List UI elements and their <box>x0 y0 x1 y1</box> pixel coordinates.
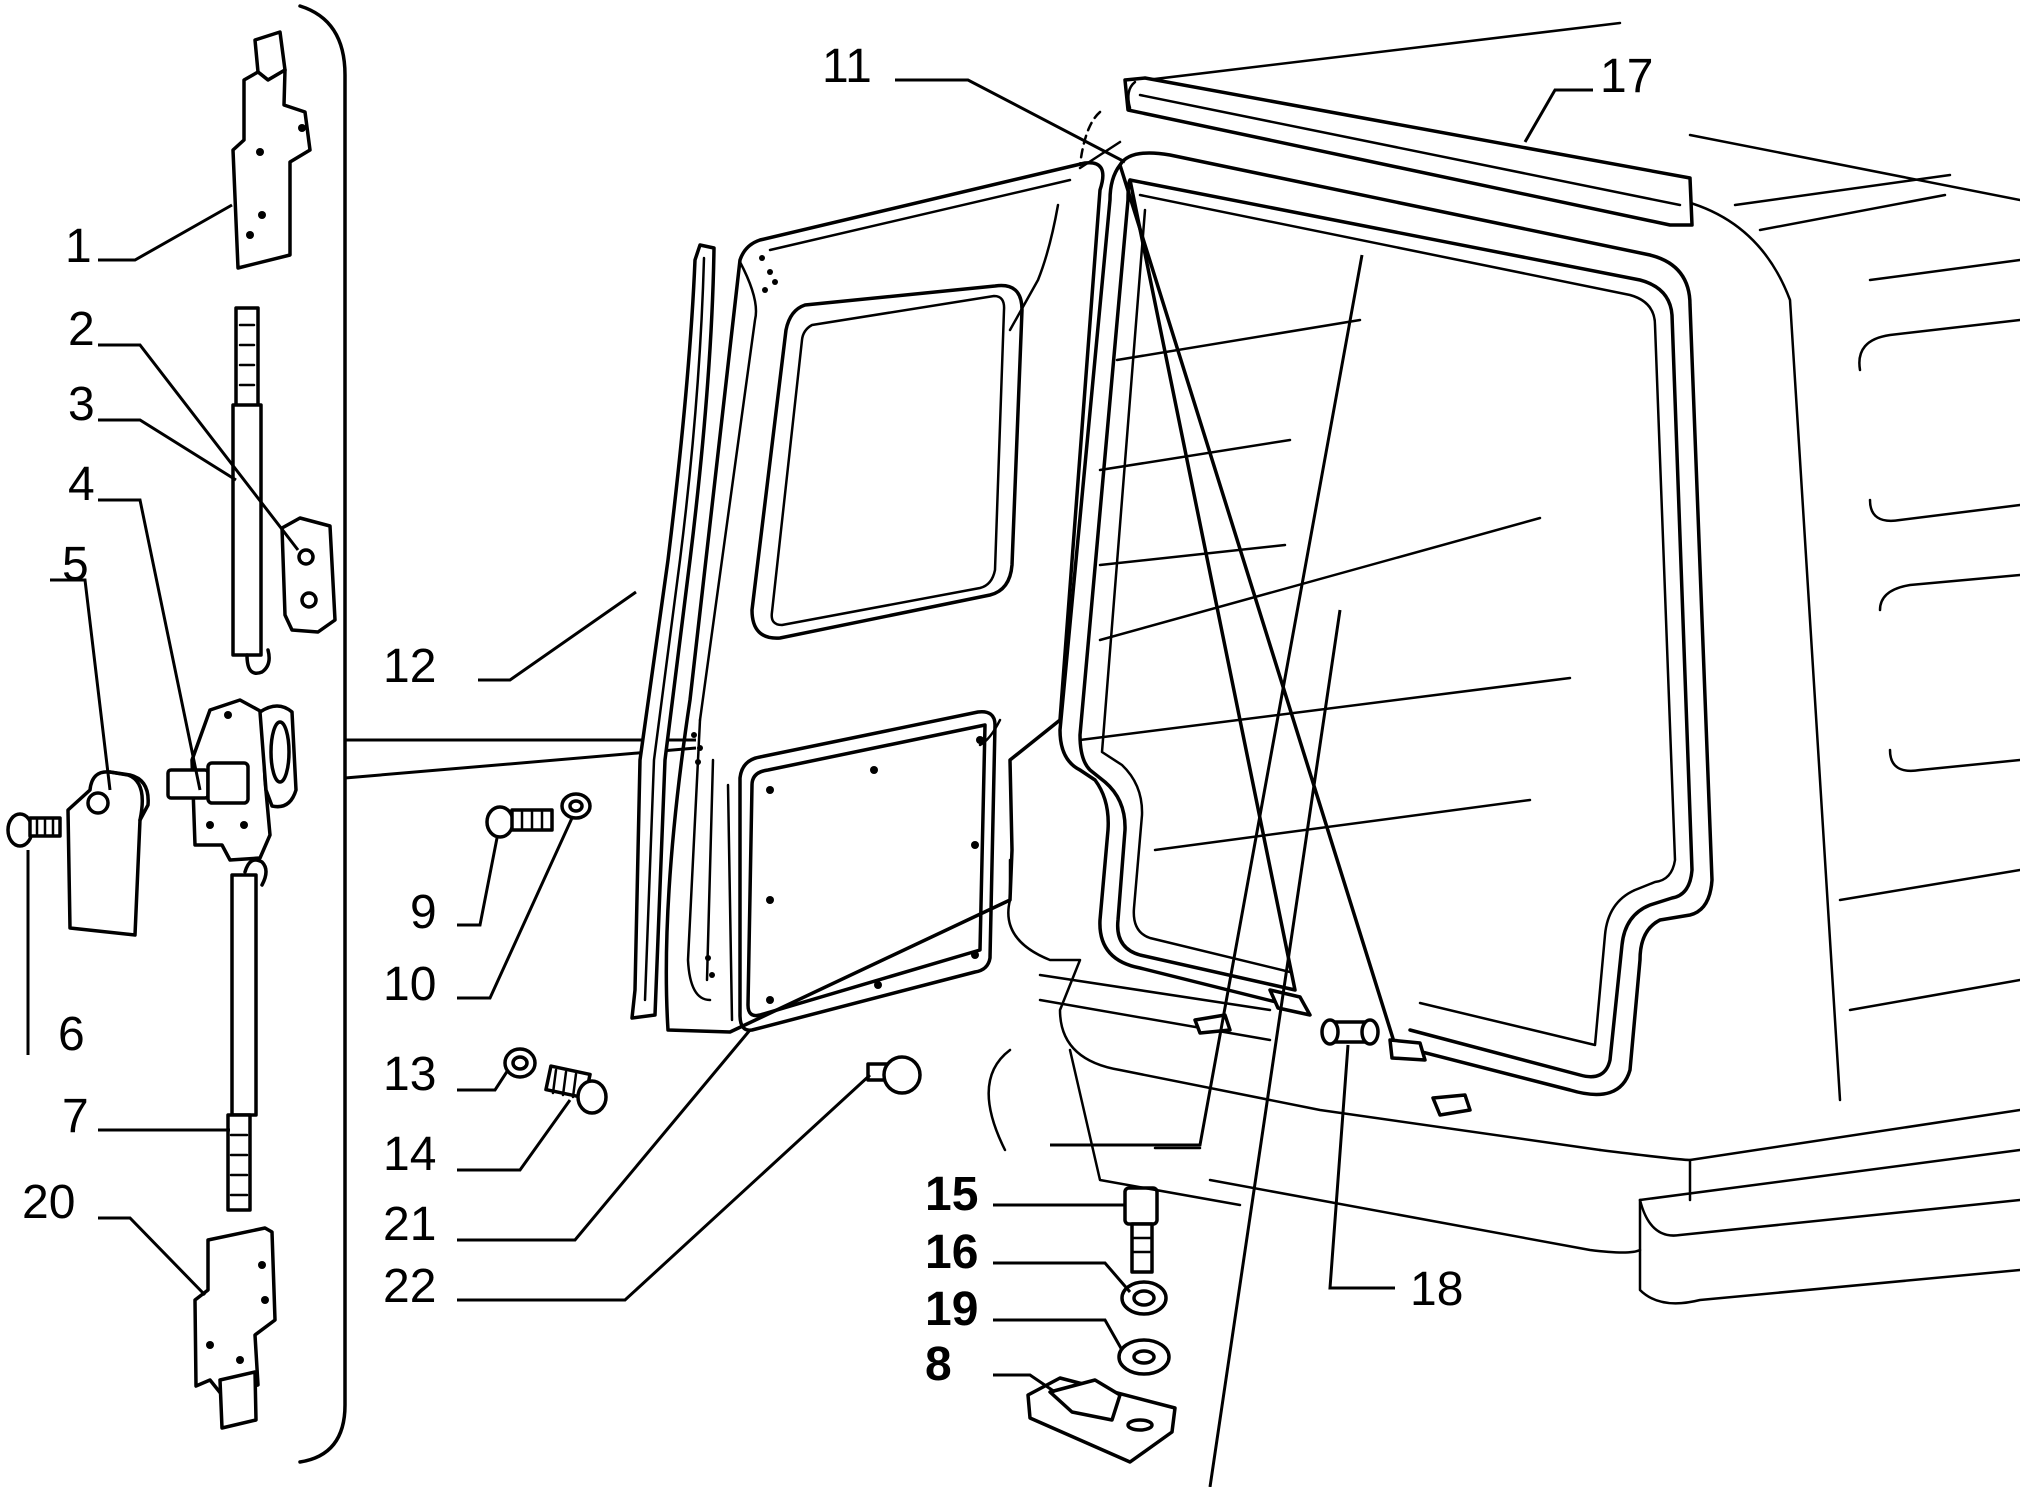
callout-10: 10 <box>383 958 436 1011</box>
leader-21 <box>457 1029 752 1242</box>
leader-9 <box>457 837 499 927</box>
callout-7: 7 <box>62 1090 89 1143</box>
callout-19: 19 <box>925 1283 978 1336</box>
leader-4 <box>98 498 202 791</box>
leader-18 <box>1328 1044 1395 1290</box>
leader-2 <box>98 343 300 551</box>
leader-5 <box>50 578 112 791</box>
callout-6: 6 <box>58 1008 85 1061</box>
callout-3: 3 <box>68 378 95 431</box>
part-11-door-seal <box>1058 110 1714 1097</box>
callout-2: 2 <box>68 303 95 356</box>
group-bracket <box>298 4 347 1464</box>
rear-door <box>664 161 1105 1034</box>
leader-11-b <box>1050 254 1364 1147</box>
van-body <box>987 21 2020 1305</box>
callout-5: 5 <box>62 538 89 591</box>
leader-19 <box>993 1318 1124 1351</box>
part-13-washer <box>503 1047 537 1079</box>
leader-22 <box>457 1073 872 1302</box>
part-14-bolt <box>544 1064 608 1115</box>
leader-16 <box>993 1261 1132 1293</box>
part-22-clip <box>866 1055 922 1095</box>
callout-22: 22 <box>383 1260 436 1313</box>
part-19-washer <box>1117 1338 1171 1376</box>
callout-9: 9 <box>410 886 437 939</box>
leader-12 <box>478 590 637 682</box>
part-3-upper-rod <box>231 306 271 675</box>
leader-11 <box>895 78 1126 164</box>
part-5-lever <box>66 770 150 937</box>
callout-1: 1 <box>65 220 92 273</box>
lock-mechanism-group <box>6 4 697 1464</box>
callout-8: 8 <box>925 1338 952 1391</box>
leader-14 <box>457 1099 572 1172</box>
part-17-roof-seal <box>1123 76 1694 227</box>
leader-1 <box>98 203 233 262</box>
part-12-door-edge-seal <box>630 243 716 1020</box>
part-1-upper-latch <box>231 30 312 270</box>
callout-15: 15 <box>925 1168 978 1221</box>
part-18-pin <box>1320 1018 1380 1046</box>
leader-13 <box>457 1069 510 1092</box>
callout-17: 17 <box>1600 50 1653 103</box>
callout-21: 21 <box>383 1198 436 1251</box>
callout-20: 20 <box>22 1176 75 1229</box>
part-21-access-panel <box>726 710 997 1032</box>
leader-17 <box>1523 88 1593 143</box>
part-7-lower-rod <box>226 858 268 1212</box>
leader-3 <box>98 418 237 482</box>
callout-13: 13 <box>383 1048 436 1101</box>
part-20-lower-latch <box>193 1226 277 1430</box>
part-8-striker-plate <box>1026 1376 1177 1464</box>
part-6-screw <box>6 812 62 848</box>
leader-10 <box>457 817 574 1000</box>
callout-14: 14 <box>383 1128 436 1181</box>
part-10-washer <box>560 792 592 820</box>
leader-lines <box>26 78 1593 1487</box>
leader-11-c <box>1208 609 1342 1487</box>
callout-4: 4 <box>68 458 95 511</box>
part-9-bolt <box>485 805 554 839</box>
callout-18: 18 <box>1410 1263 1463 1316</box>
callout-11: 11 <box>822 40 872 93</box>
callout-12: 12 <box>383 640 436 693</box>
bracket-connector-lower <box>344 746 697 780</box>
leader-8 <box>993 1373 1056 1394</box>
part-15-bolt <box>1123 1186 1159 1274</box>
leader-20 <box>98 1216 207 1297</box>
callout-labels: 1 2 3 4 5 6 7 20 9 10 13 14 21 22 12 11 … <box>22 40 1653 1391</box>
part-2-plate <box>280 516 337 634</box>
part-16-spring-washer <box>1120 1280 1168 1316</box>
callout-16: 16 <box>925 1226 978 1279</box>
